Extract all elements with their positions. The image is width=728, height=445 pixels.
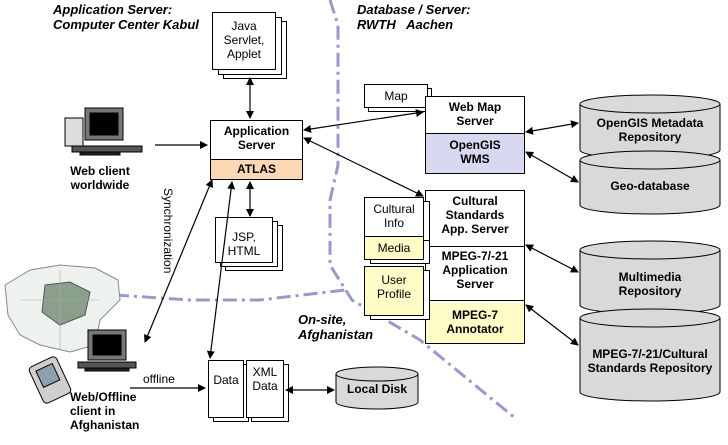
- atlas-label: ATLAS: [211, 159, 302, 179]
- web-map-server: Web Map Server OpenGIS WMS: [425, 96, 525, 174]
- media-doc: Media: [364, 236, 424, 260]
- offline-client-computer-icon: [77, 329, 137, 372]
- arrow-sync-left: [143, 179, 214, 343]
- cultural-mpeg-server: Cultural Standards App. Server MPEG-7/-2…: [425, 190, 525, 344]
- mpeg-cultural-db: [579, 308, 721, 402]
- xml-data-doc: XML Data: [246, 360, 284, 418]
- opengis-wms-label: OpenGIS WMS: [426, 133, 524, 173]
- arrow-webmap-metadata: [525, 120, 579, 135]
- jsp-html-label: JSP, HTML: [227, 230, 261, 258]
- cultural-standards-label: Cultural Standards App. Server: [426, 191, 524, 247]
- cultural-info-label: Cultural Info: [373, 202, 415, 230]
- arrow-sync-right: [206, 181, 236, 359]
- map-doc: Map: [364, 84, 428, 108]
- offline-label: offline: [143, 372, 175, 386]
- web-client-computer-icon: [64, 107, 143, 156]
- opengis-metadata-label: OpenGIS Metadata Repository: [596, 116, 704, 144]
- arrow-annotator-mpegdb: [525, 304, 579, 346]
- synchronization-label: Synchronization: [161, 188, 175, 274]
- offline-client-label: Web/Offline client in Afghanistan: [70, 390, 140, 432]
- onsite-zone-label: On-site, Afghanistan: [298, 312, 374, 342]
- geo-database-label: Geo-database: [610, 179, 690, 193]
- opengis-metadata-db: [579, 94, 721, 160]
- map-label: Map: [384, 89, 408, 103]
- mpeg-annotator-label: MPEG-7 Annotator: [426, 303, 524, 343]
- local-disk-label: Local Disk: [346, 382, 408, 396]
- application-server: Application Server ATLAS: [210, 120, 303, 180]
- pda-icon: [28, 356, 72, 404]
- arrow-mpeg-multimedia: [525, 244, 579, 273]
- user-profile-doc: User Profile: [364, 266, 424, 316]
- web-map-server-label: Web Map Server: [448, 100, 502, 128]
- arrow-app-cultural: [303, 137, 424, 197]
- multimedia-label: Multimedia Repository: [618, 270, 682, 298]
- data-doc: Data: [208, 360, 244, 418]
- java-servlet-label: Java Servlet, Applet: [223, 19, 265, 61]
- mpeg-app-server-label: MPEG-7/-21 Application Server: [426, 247, 524, 301]
- app-server-zone-label: Application Server: Computer Center Kabu…: [53, 2, 199, 32]
- java-servlet-doc: Java Servlet, Applet: [212, 12, 276, 70]
- mpeg-cultural-label: MPEG-7/-21/Cultural Standards Repository: [587, 347, 713, 375]
- arrow-webmap-geo: [525, 151, 579, 183]
- media-label: Media: [377, 241, 411, 255]
- application-server-label: Application Server: [223, 124, 290, 152]
- db-server-zone-label: Database / Server: RWTH Aachen: [357, 2, 471, 32]
- data-label: Data: [213, 373, 239, 387]
- user-profile-label: User Profile: [376, 273, 411, 301]
- local-disk-db: [335, 366, 419, 410]
- web-client-label: Web client worldwide: [70, 164, 130, 192]
- geo-database-db: [579, 150, 721, 215]
- xml-data-label: XML Data: [252, 365, 278, 393]
- arrow-app-webmap: [303, 109, 424, 133]
- multimedia-db: [579, 240, 721, 315]
